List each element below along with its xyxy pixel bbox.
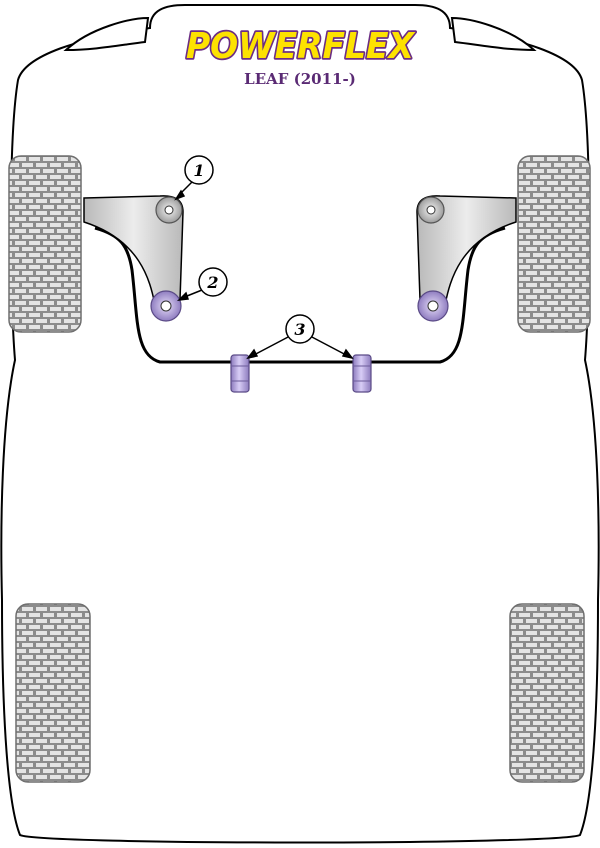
left-rear-arm-bush: [150, 290, 182, 322]
right-anti-roll-bar-bush: [352, 354, 372, 393]
callout-3: 3: [285, 314, 315, 344]
car-body-outline: [0, 4, 600, 844]
rear-left-tyre: [15, 603, 91, 783]
callout-2: 2: [198, 267, 228, 297]
right-front-arm-bush: [417, 196, 445, 224]
rear-right-tyre: [509, 603, 585, 783]
model-title: LEAF (2011-): [244, 70, 356, 88]
callout-1-label: 1: [193, 161, 204, 180]
callout-leaders: [174, 181, 354, 360]
brand-logo-text: POWERFLEX: [186, 26, 416, 67]
front-left-tyre: [8, 155, 82, 333]
callout-3-label: 3: [294, 320, 305, 339]
callout-2-label: 2: [206, 273, 218, 292]
powerflex-logo: POWERFLEX: [184, 24, 418, 69]
left-front-arm-bush: [155, 196, 183, 224]
callout-1: 1: [184, 155, 214, 185]
right-rear-arm-bush: [417, 290, 449, 322]
front-right-tyre: [517, 155, 591, 333]
right-headlight: [450, 16, 537, 52]
anti-roll-bar: [94, 226, 506, 364]
left-headlight: [63, 16, 150, 52]
left-anti-roll-bar-bush: [230, 354, 250, 393]
